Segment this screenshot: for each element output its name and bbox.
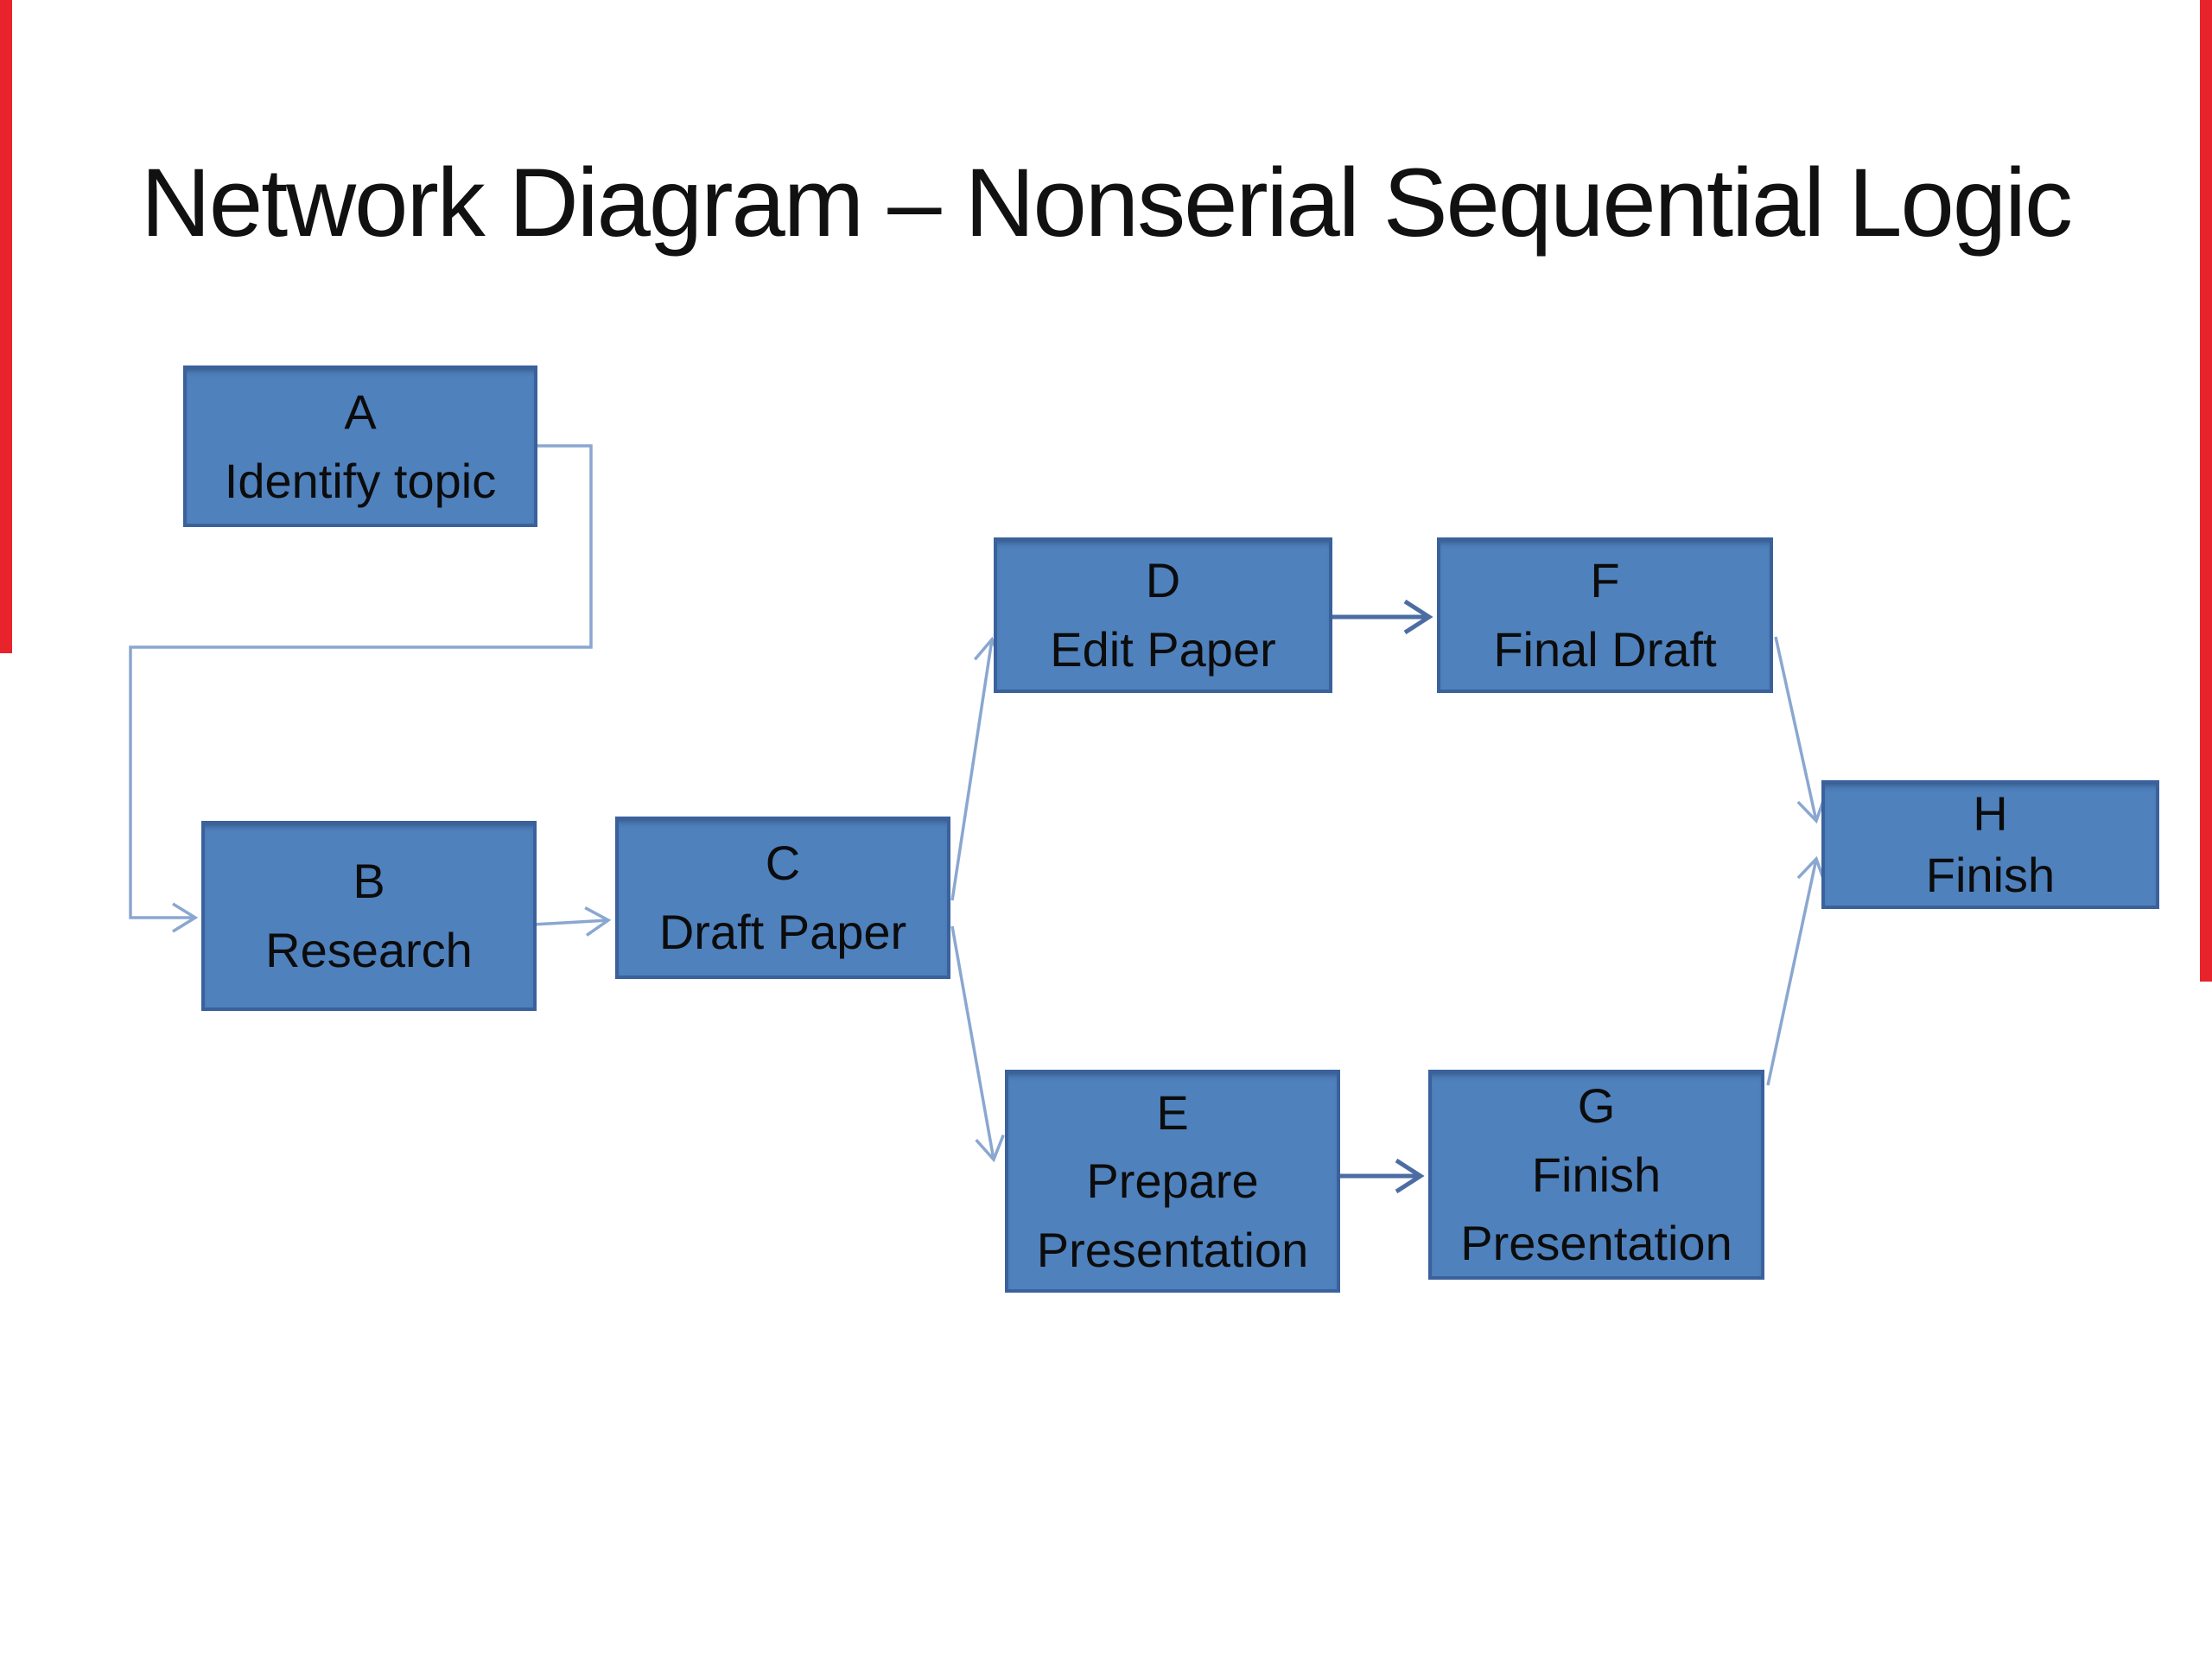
node-letter: D — [1145, 553, 1181, 608]
node-g-finish-presentation: G Finish Presentation — [1428, 1070, 1764, 1280]
node-h-finish: H Finish — [1821, 780, 2159, 909]
node-letter: H — [1973, 785, 2008, 841]
node-e-prepare-presentation: E Prepare Presentation — [1005, 1070, 1340, 1293]
node-d-edit-paper: D Edit Paper — [994, 537, 1332, 693]
node-task: Finish — [1531, 1147, 1662, 1202]
edge-f-to-h — [1774, 636, 1827, 824]
right-edge-red-bar — [2200, 0, 2212, 982]
node-letter: A — [344, 384, 377, 439]
left-edge-red-bar — [0, 0, 12, 653]
node-letter: G — [1577, 1078, 1616, 1134]
node-a-identify-topic: A Identify topic — [183, 365, 537, 527]
node-b-research: B Research — [201, 821, 537, 1011]
node-f-final-draft: F Final Draft — [1437, 537, 1773, 693]
node-task: Edit Paper — [1050, 622, 1276, 677]
node-letter: C — [765, 836, 801, 891]
node-task-2: Presentation — [1036, 1222, 1309, 1277]
node-task: Finish — [1925, 847, 2056, 902]
edge-g-to-h — [1766, 855, 1827, 1086]
node-task: Identify topic — [224, 453, 497, 508]
node-letter: E — [1156, 1084, 1189, 1140]
node-task: Final Draft — [1493, 622, 1717, 677]
edge-c-to-d — [950, 636, 1004, 901]
node-task-2: Presentation — [1460, 1216, 1732, 1271]
node-task: Prepare — [1086, 1154, 1259, 1209]
edge-c-to-e — [950, 925, 1005, 1163]
node-task: Draft Paper — [658, 905, 907, 959]
slide-title: Network Diagram – Nonserial Sequential L… — [140, 149, 2073, 257]
node-c-draft-paper: C Draft Paper — [615, 817, 950, 979]
node-task: Research — [265, 923, 473, 977]
node-letter: F — [1590, 553, 1620, 608]
node-letter: B — [353, 854, 385, 909]
